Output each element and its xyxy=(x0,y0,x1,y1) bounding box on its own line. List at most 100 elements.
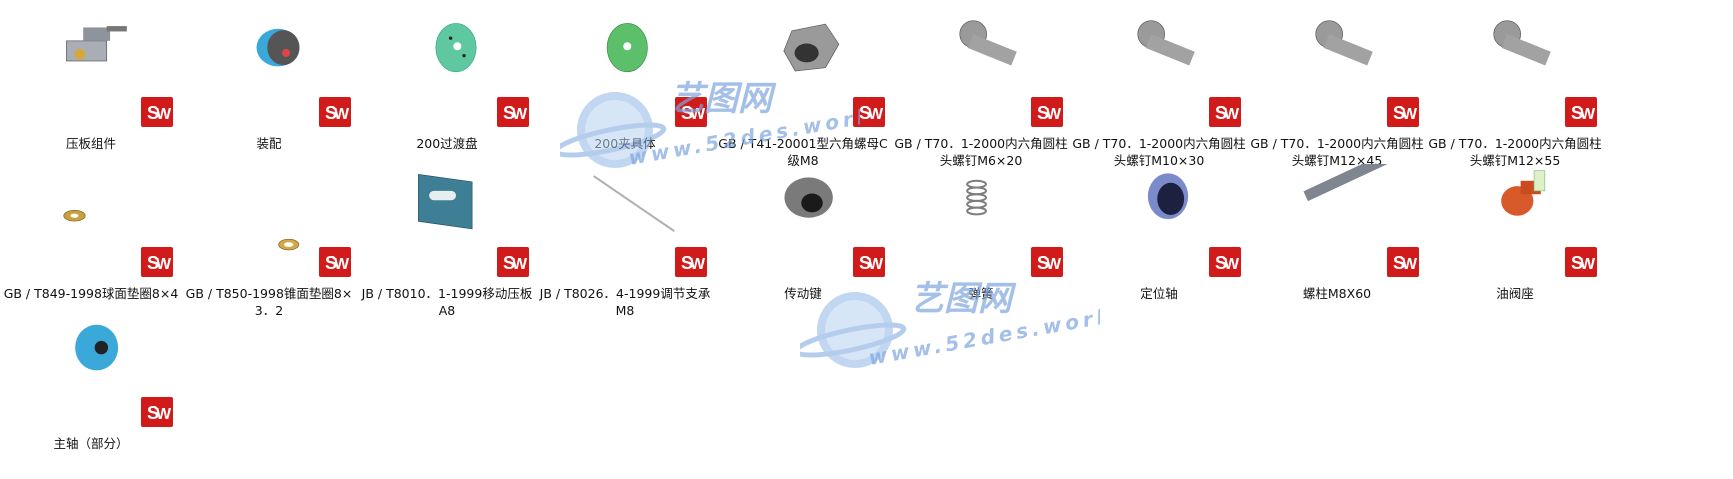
fixture-body-icon xyxy=(554,14,714,108)
svg-text:W: W xyxy=(512,106,528,123)
file-name-label: GB / T70．1-2000内六角圆柱头螺钉M12×45 xyxy=(1250,136,1424,168)
file-name-label: GB / T850-1998锥面垫圈8×3．2 xyxy=(185,286,353,318)
svg-text:W: W xyxy=(690,106,706,123)
file-name-label: 油阀座 xyxy=(1496,286,1534,301)
svg-text:S: S xyxy=(1215,103,1227,123)
svg-text:S: S xyxy=(681,253,693,273)
svg-text:S: S xyxy=(147,103,159,123)
svg-text:W: W xyxy=(1046,106,1062,123)
file-name-label: 弹簧 xyxy=(968,286,994,301)
conical-washer-icon xyxy=(198,164,358,258)
transition-disc-icon xyxy=(376,14,536,108)
svg-text:W: W xyxy=(1580,106,1596,123)
file-name-label: 200过渡盘 xyxy=(416,136,478,151)
svg-text:S: S xyxy=(681,103,693,123)
file-name-label: 压板组件 xyxy=(65,136,116,151)
svg-text:W: W xyxy=(1224,256,1240,273)
hex-nut-icon xyxy=(732,14,892,108)
svg-text:W: W xyxy=(156,256,172,273)
locating-shaft-icon xyxy=(1088,164,1248,258)
svg-text:W: W xyxy=(334,106,350,123)
svg-text:W: W xyxy=(1402,106,1418,123)
svg-text:W: W xyxy=(156,106,172,123)
svg-text:S: S xyxy=(1571,253,1583,273)
drive-key-icon xyxy=(732,164,892,258)
svg-text:W: W xyxy=(690,256,706,273)
svg-text:S: S xyxy=(859,253,871,273)
moving-clamp-plate-icon xyxy=(376,164,536,258)
file-name-label: 装配 xyxy=(256,136,282,151)
file-name-label: GB / T70．1-2000内六角圆柱头螺钉M6×20 xyxy=(894,136,1068,168)
svg-text:S: S xyxy=(1215,253,1227,273)
spindle-icon xyxy=(20,314,180,408)
svg-text:S: S xyxy=(147,403,159,423)
file-name-label: JB / T8010．1-1999移动压板A8 xyxy=(361,286,533,318)
spring-icon xyxy=(910,164,1070,258)
svg-text:S: S xyxy=(325,253,337,273)
file-name-label: 主轴（部分） xyxy=(53,436,129,451)
svg-text:S: S xyxy=(503,253,515,273)
adjusting-support-icon xyxy=(554,164,714,258)
file-name-label: JB / T8026．4-1999调节支承M8 xyxy=(539,286,711,318)
spherical-washer-icon xyxy=(20,164,180,258)
file-name-label: GB / T849-1998球面垫圈8×4 xyxy=(3,286,179,301)
stud-icon xyxy=(1266,164,1426,258)
svg-text:S: S xyxy=(1393,103,1405,123)
file-name-label: 传动键 xyxy=(784,286,822,301)
file-name-label: 螺柱M8X60 xyxy=(1302,286,1372,301)
svg-text:S: S xyxy=(859,103,871,123)
svg-text:W: W xyxy=(1224,106,1240,123)
svg-text:S: S xyxy=(325,103,337,123)
svg-text:W: W xyxy=(512,256,528,273)
file-name-label: GB / T70．1-2000内六角圆柱头螺钉M12×55 xyxy=(1428,136,1602,168)
svg-text:W: W xyxy=(868,106,884,123)
svg-text:W: W xyxy=(156,406,172,423)
file-name-label: GB / T70．1-2000内六角圆柱头螺钉M10×30 xyxy=(1072,136,1246,168)
socket-screw-icon xyxy=(1088,14,1248,108)
svg-text:S: S xyxy=(147,253,159,273)
svg-text:W: W xyxy=(1402,256,1418,273)
assembly-clamp-icon xyxy=(20,14,180,108)
socket-screw-icon xyxy=(910,14,1070,108)
svg-text:S: S xyxy=(1571,103,1583,123)
assembly-icon xyxy=(198,14,358,108)
svg-text:S: S xyxy=(1037,253,1049,273)
svg-text:S: S xyxy=(1393,253,1405,273)
